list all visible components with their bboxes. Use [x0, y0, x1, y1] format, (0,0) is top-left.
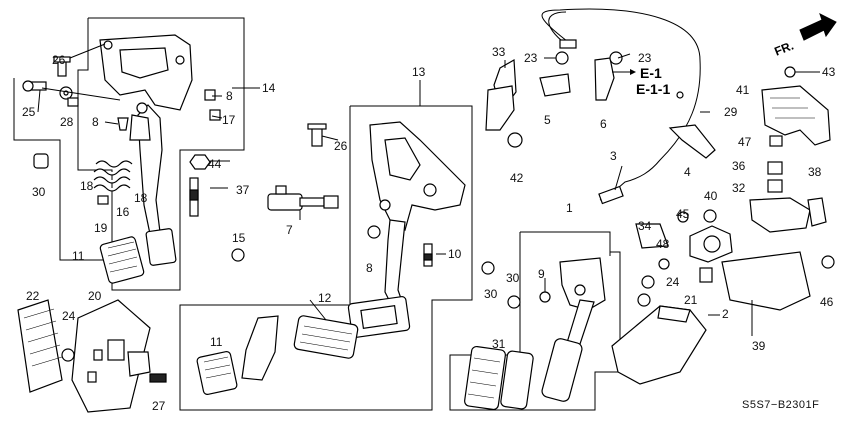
callout-39: 39 — [752, 339, 766, 353]
lower-left-parts — [17, 299, 167, 413]
callout-26-top: 26 — [52, 53, 66, 67]
callout-18-left: 18 — [80, 179, 94, 193]
reference-e11: E-1-1 — [636, 81, 670, 97]
callout-22: 22 — [26, 289, 40, 303]
callout-32: 32 — [732, 181, 746, 195]
cruise-actuator-parts — [611, 66, 835, 385]
callout-26-center: 26 — [334, 139, 348, 153]
left-fasteners — [22, 56, 79, 169]
leader-lines — [37, 43, 820, 336]
callout-12: 12 — [318, 291, 332, 305]
callout-18-right: 18 — [134, 191, 148, 205]
callout-33: 33 — [492, 45, 506, 59]
callout-30-lower: 30 — [484, 287, 498, 301]
callout-11-center: 11 — [210, 335, 223, 349]
callout-44: 44 — [208, 157, 222, 171]
callout-36: 36 — [732, 159, 746, 173]
callout-43: 43 — [822, 65, 836, 79]
callout-27: 27 — [152, 399, 166, 413]
callout-8-left: 8 — [92, 115, 99, 129]
callout-5: 5 — [544, 113, 551, 127]
drawing-code: S5S7−B2301F — [742, 399, 819, 411]
callout-48: 48 — [656, 237, 670, 251]
callout-30-left: 30 — [32, 185, 46, 199]
callout-4: 4 — [684, 165, 691, 179]
callout-42: 42 — [510, 171, 524, 185]
callout-15: 15 — [232, 231, 246, 245]
center-pedal-pads — [196, 248, 359, 395]
callout-25: 25 — [22, 105, 36, 119]
callout-8-center: 8 — [366, 261, 373, 275]
callout-34: 34 — [638, 219, 652, 233]
accelerator-pedal — [464, 257, 606, 411]
clutch-pedal-assembly — [93, 34, 221, 284]
callout-21: 21 — [684, 293, 698, 307]
callout-20: 20 — [88, 289, 102, 303]
throttle-cable — [541, 8, 701, 205]
callout-45: 45 — [676, 207, 690, 221]
callout-13: 13 — [412, 65, 426, 79]
callout-11-left: 11 — [72, 249, 85, 263]
callout-24-right: 24 — [666, 275, 680, 289]
callout-7: 7 — [286, 223, 293, 237]
front-arrow-icon — [799, 13, 837, 41]
callout-numbers: 26 25 28 8 30 18 16 18 19 11 8 17 14 44 … — [22, 45, 836, 413]
reference-e1: E-1 — [640, 65, 662, 81]
callout-3: 3 — [610, 149, 617, 163]
callout-29: 29 — [724, 105, 738, 119]
brake-pedal-assembly — [307, 121, 466, 338]
callout-47: 47 — [738, 135, 752, 149]
front-direction-indicator: FR. — [772, 13, 837, 59]
callout-10: 10 — [448, 247, 462, 261]
callout-24-left: 24 — [62, 309, 76, 323]
callout-41: 41 — [736, 83, 750, 97]
callout-16: 16 — [116, 205, 130, 219]
brake-switch — [267, 185, 339, 211]
callout-23-left: 23 — [524, 51, 538, 65]
callout-31: 31 — [492, 337, 506, 351]
callout-9: 9 — [538, 267, 545, 281]
callout-37: 37 — [236, 183, 250, 197]
front-label: FR. — [772, 38, 795, 58]
callout-23-right: 23 — [638, 51, 652, 65]
callout-40: 40 — [704, 189, 718, 203]
callout-46: 46 — [820, 295, 834, 309]
callout-38: 38 — [808, 165, 822, 179]
callout-6: 6 — [600, 117, 607, 131]
callout-8-top: 8 — [226, 89, 233, 103]
callout-14: 14 — [262, 81, 276, 95]
callout-2: 2 — [722, 307, 729, 321]
callout-17: 17 — [222, 113, 236, 127]
callout-1: 1 — [566, 201, 573, 215]
upper-right-brackets — [485, 51, 716, 249]
callout-30-mid: 30 — [506, 271, 520, 285]
callout-19: 19 — [94, 221, 108, 235]
reference-labels: E-1 E-1-1 — [612, 65, 670, 97]
callout-28: 28 — [60, 115, 74, 129]
